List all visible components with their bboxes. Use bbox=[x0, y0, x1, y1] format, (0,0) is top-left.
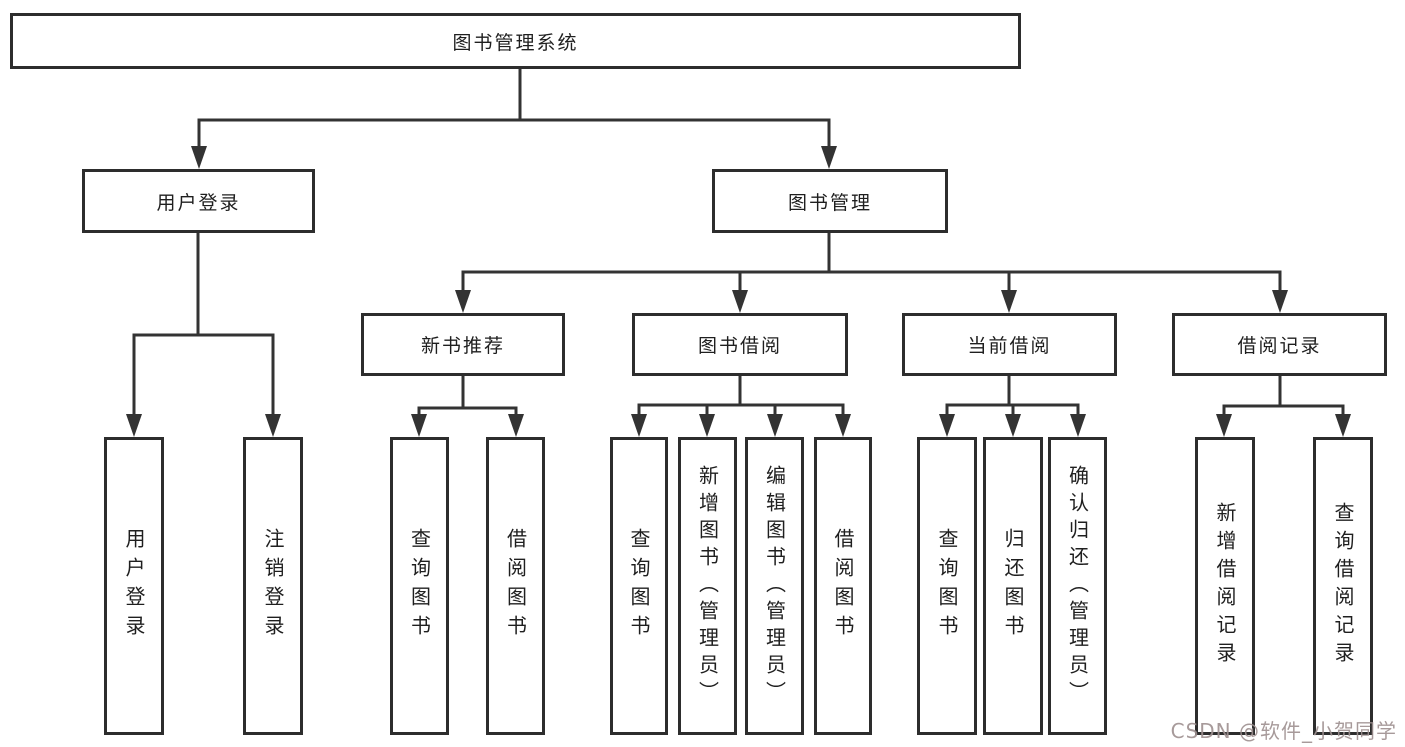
node-book-management: 图书管理 bbox=[712, 169, 948, 233]
leaf-query-books-current: 查询图书 bbox=[917, 437, 977, 735]
leaf-query-books-recommend: 查询图书 bbox=[390, 437, 449, 735]
leaf-return-book: 归还图书 bbox=[983, 437, 1043, 735]
leaf-borrow-books-recommend: 借阅图书 bbox=[486, 437, 545, 735]
node-current-borrowing: 当前借阅 bbox=[902, 313, 1117, 376]
leaf-add-book-admin: 新增图书（管理员） bbox=[678, 437, 737, 735]
node-new-book-recommendation: 新书推荐 bbox=[361, 313, 565, 376]
node-user-login: 用户登录 bbox=[82, 169, 315, 233]
node-root-system: 图书管理系统 bbox=[10, 13, 1021, 69]
leaf-logout: 注销登录 bbox=[243, 437, 303, 735]
node-borrowing-records: 借阅记录 bbox=[1172, 313, 1387, 376]
leaf-edit-book-admin: 编辑图书（管理员） bbox=[745, 437, 804, 735]
watermark: CSDN @软件_小贺同学 bbox=[1170, 719, 1397, 743]
node-book-borrowing: 图书借阅 bbox=[632, 313, 848, 376]
leaf-add-borrow-record: 新增借阅记录 bbox=[1195, 437, 1255, 735]
leaf-query-books-borrowing: 查询图书 bbox=[610, 437, 668, 735]
leaf-query-borrow-record: 查询借阅记录 bbox=[1313, 437, 1373, 735]
leaf-confirm-return-admin: 确认归还（管理员） bbox=[1048, 437, 1107, 735]
leaf-borrow-books-borrowing: 借阅图书 bbox=[814, 437, 872, 735]
leaf-user-login: 用户登录 bbox=[104, 437, 164, 735]
